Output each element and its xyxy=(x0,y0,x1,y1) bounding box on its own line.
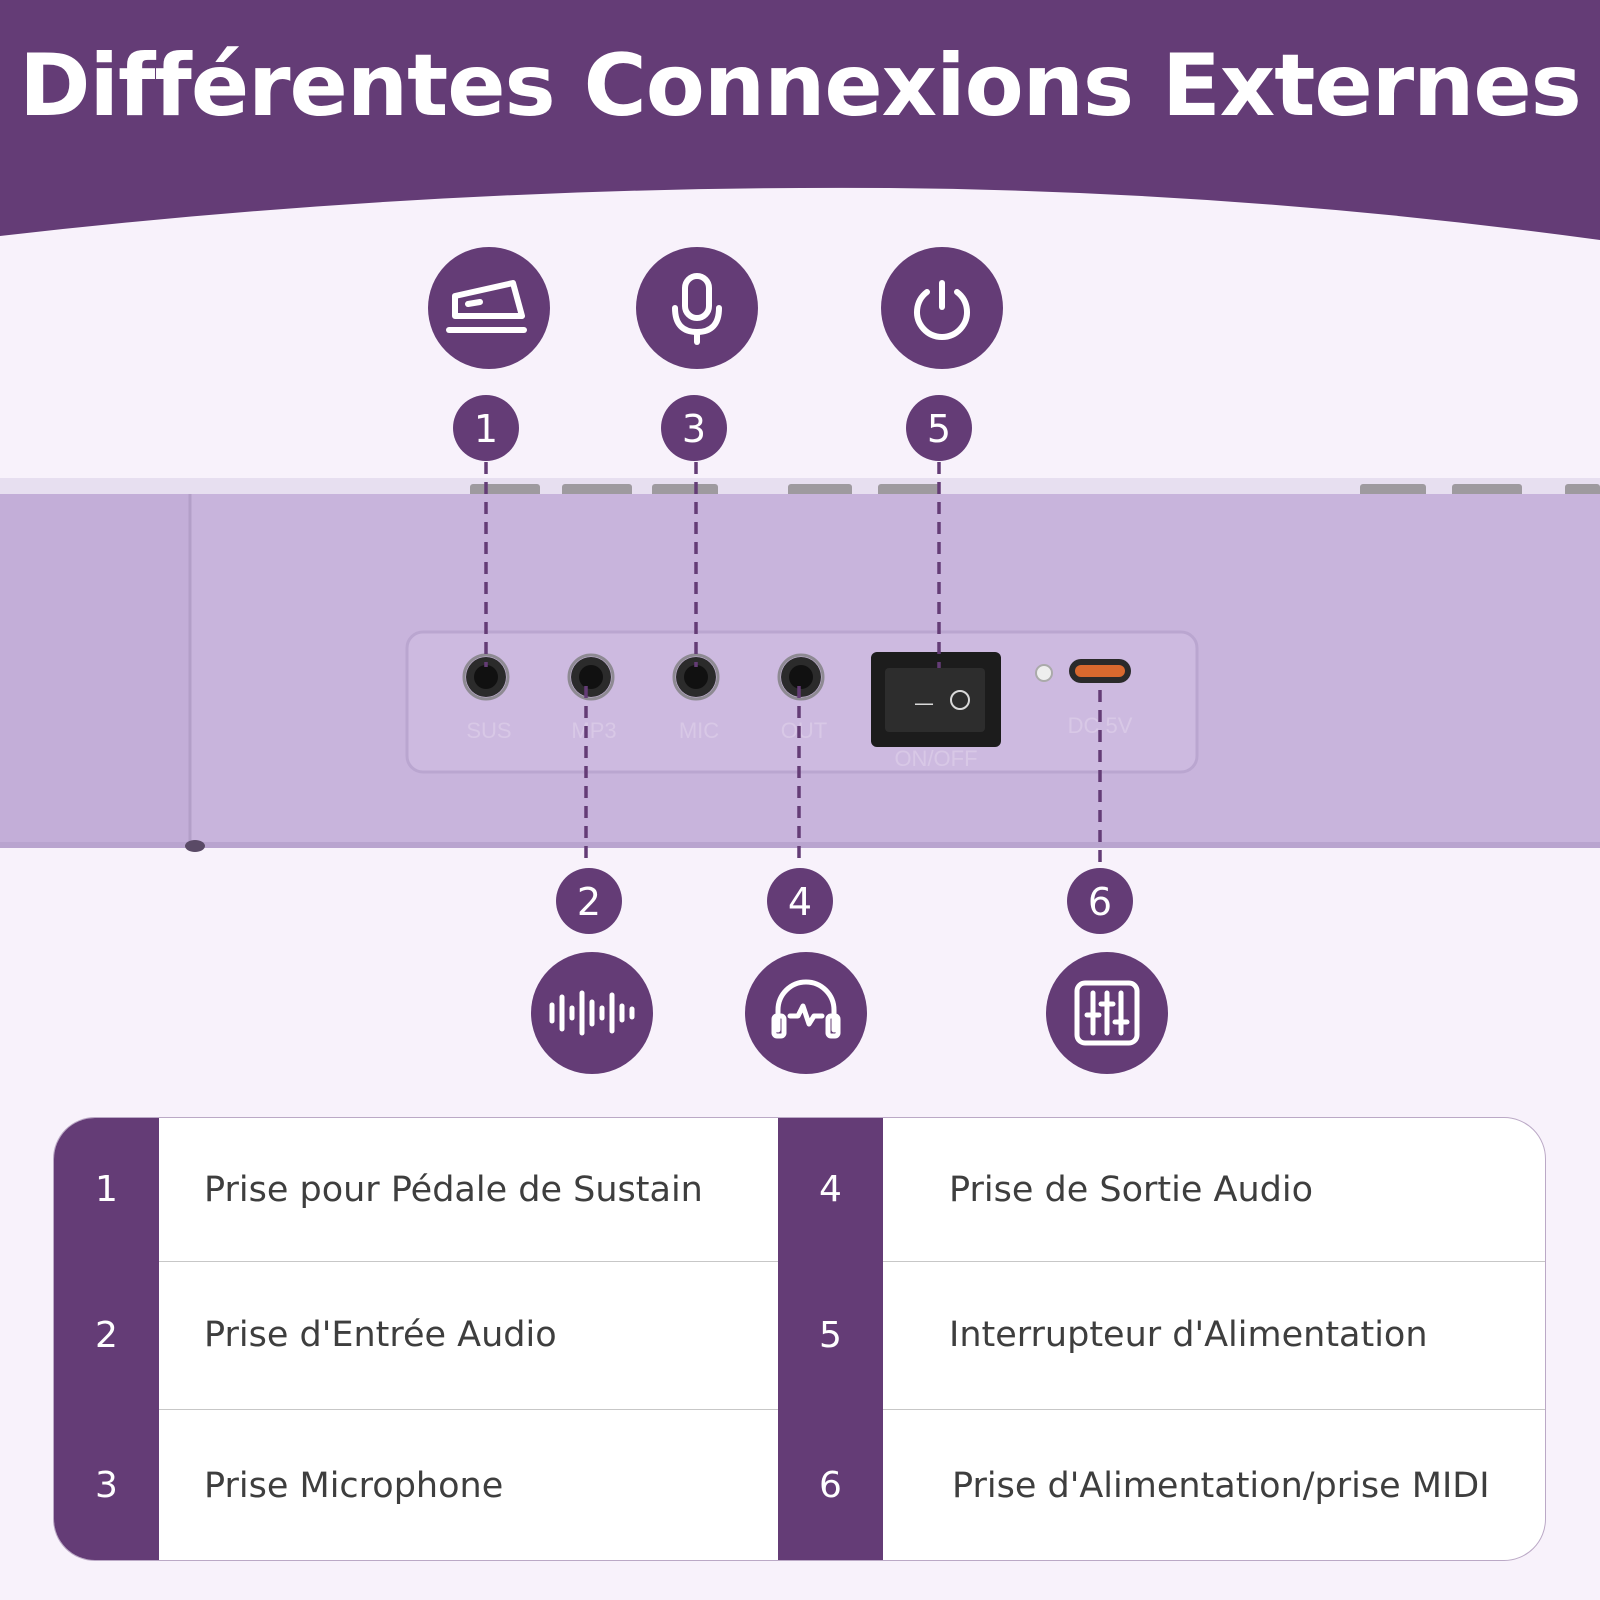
svg-text:2: 2 xyxy=(577,880,601,924)
legend-number-6: 6 xyxy=(778,1409,883,1560)
callout-lines xyxy=(484,462,1102,866)
svg-text:3: 3 xyxy=(682,407,706,451)
label-mp3: MP3 xyxy=(571,718,616,743)
svg-text:1: 1 xyxy=(474,407,498,451)
usb-c-port[interactable] xyxy=(1069,659,1131,683)
legend-label-5: Interrupteur d'Alimentation xyxy=(949,1315,1428,1355)
callout-badge-1: 1 xyxy=(453,395,519,461)
callout-badge-5: 5 xyxy=(906,395,972,461)
legend-number-5: 5 xyxy=(778,1261,883,1409)
jack-mp3[interactable] xyxy=(567,653,615,701)
jack-out[interactable] xyxy=(777,653,825,701)
legend-row-1: 1 Prise pour Pédale de Sustain 4 Prise d… xyxy=(54,1118,1545,1262)
legend-label-3: Prise Microphone xyxy=(204,1465,504,1506)
device-illustration: SUS MP3 MIC OUT — ON/OFF DC 5V xyxy=(0,247,1600,1074)
power-switch[interactable]: — xyxy=(871,652,1001,747)
svg-text:6: 6 xyxy=(1088,880,1112,924)
label-onoff: ON/OFF xyxy=(894,746,977,771)
svg-text:5: 5 xyxy=(927,407,951,451)
switch-mark-on: — xyxy=(914,691,934,715)
svg-text:4: 4 xyxy=(788,880,812,924)
legend-label-4: Prise de Sortie Audio xyxy=(949,1169,1313,1210)
label-out: OUT xyxy=(781,718,827,743)
callout-badge-2: 2 xyxy=(556,868,622,934)
jack-mic[interactable] xyxy=(672,653,720,701)
legend-label-2: Prise d'Entrée Audio xyxy=(204,1315,557,1355)
callout-badge-4: 4 xyxy=(767,868,833,934)
port-panel xyxy=(405,630,1199,774)
header-banner xyxy=(0,0,1600,240)
sustain-pedal-icon xyxy=(428,247,550,369)
callout-badge-6: 6 xyxy=(1067,868,1133,934)
callout-badge-3: 3 xyxy=(661,395,727,461)
jack-sus[interactable] xyxy=(462,653,510,701)
label-sus: SUS xyxy=(466,718,511,743)
legend-number-1: 1 xyxy=(54,1118,159,1261)
legend-row-3: 3 Prise Microphone 6 Prise d'Alimentatio… xyxy=(54,1409,1545,1560)
legend-number-2: 2 xyxy=(54,1261,159,1409)
legend-number-3: 3 xyxy=(54,1409,159,1560)
legend-label-6: Prise d'Alimentation/prise MIDI xyxy=(952,1465,1490,1506)
switch-mark-off xyxy=(950,690,970,710)
page-title: Différentes Connexions Externes xyxy=(19,36,1582,136)
status-led xyxy=(1035,664,1053,682)
legend-row-2: 2 Prise d'Entrée Audio 5 Interrupteur d'… xyxy=(54,1261,1545,1410)
microphone-icon xyxy=(636,247,758,369)
legend-table: 1 Prise pour Pédale de Sustain 4 Prise d… xyxy=(53,1117,1546,1561)
legend-number-4: 4 xyxy=(778,1118,883,1261)
legend-label-1: Prise pour Pédale de Sustain xyxy=(204,1169,703,1210)
label-mic: MIC xyxy=(679,718,719,743)
